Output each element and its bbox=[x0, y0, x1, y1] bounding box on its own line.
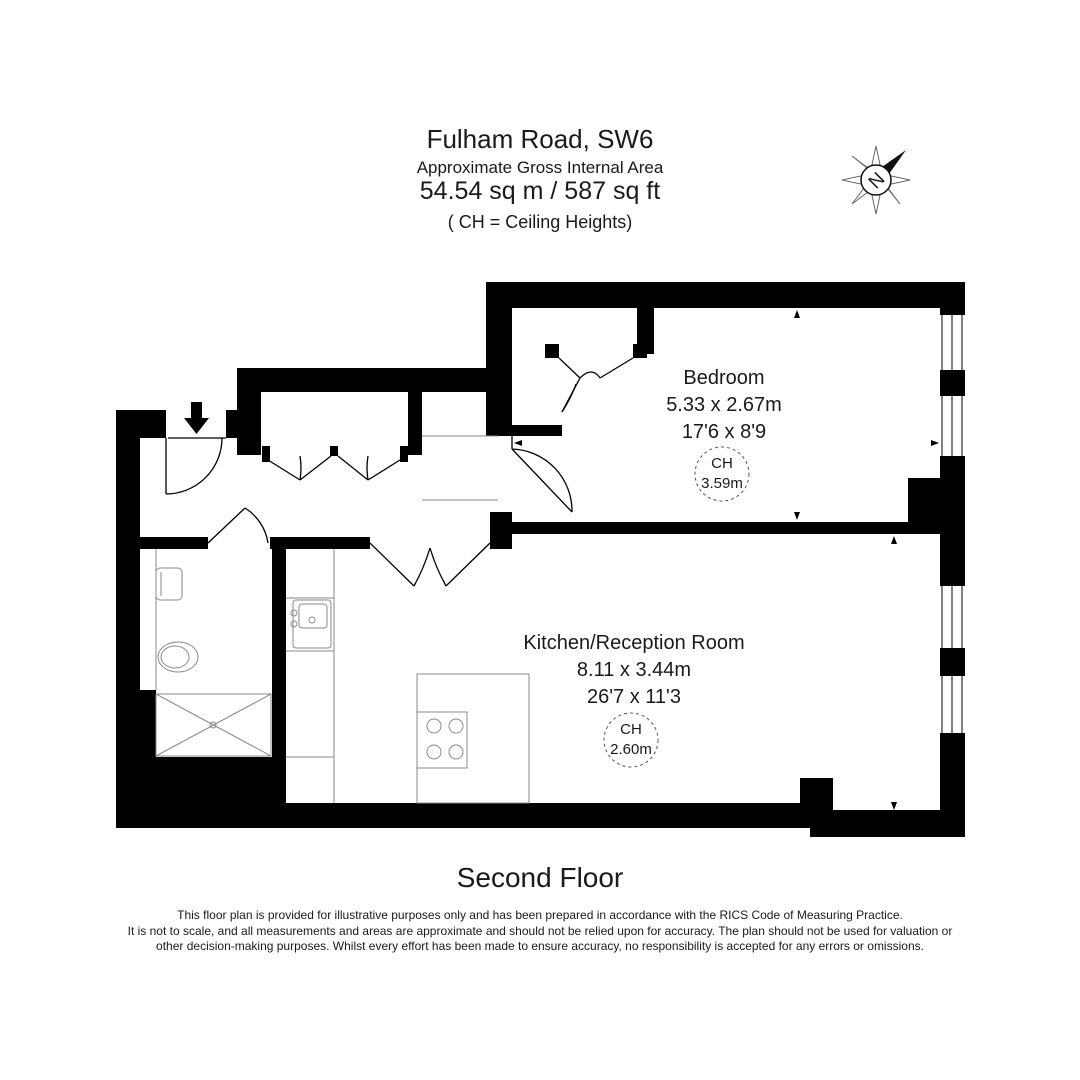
disclaimer-line-1: This floor plan is provided for illustra… bbox=[177, 908, 903, 922]
kitchen-fixtures bbox=[286, 435, 530, 804]
bedroom-name: Bedroom bbox=[683, 367, 764, 389]
dimension-markers bbox=[514, 310, 939, 810]
bedroom-imperial: 17'6 x 8'9 bbox=[682, 421, 766, 443]
doors bbox=[165, 357, 634, 587]
kitchen-imperial: 26'7 x 11'3 bbox=[587, 686, 681, 708]
windows bbox=[941, 315, 963, 733]
plan-title: Fulham Road, SW6 bbox=[426, 124, 654, 154]
ceiling-height-note: ( CH = Ceiling Heights) bbox=[447, 212, 633, 232]
gross-area: 54.54 sq m / 587 sq ft bbox=[419, 177, 661, 205]
walls bbox=[116, 282, 965, 837]
kitchen-ch-value: 2.60m bbox=[610, 741, 652, 758]
disclaimer: This floor plan is provided for illustra… bbox=[100, 908, 980, 955]
compass-north-icon: N bbox=[841, 145, 911, 215]
area-subtitle: Approximate Gross Internal Area bbox=[416, 158, 664, 177]
disclaimer-line-3: other decision-making purposes. Whilst e… bbox=[156, 939, 924, 953]
kitchen-name: Kitchen/Reception Room bbox=[523, 632, 744, 654]
kitchen-metric: 8.11 x 3.44m bbox=[577, 659, 691, 681]
bedroom-metric: 5.33 x 2.67m bbox=[666, 394, 782, 416]
bathroom-fixtures bbox=[155, 549, 272, 757]
kitchen-ch-label: CH bbox=[620, 721, 642, 738]
bedroom-ch-circle bbox=[694, 446, 750, 502]
disclaimer-line-2: It is not to scale, and all measurements… bbox=[127, 923, 953, 938]
bedroom-ch-label: CH bbox=[711, 455, 733, 472]
entrance-arrow-icon bbox=[184, 402, 209, 434]
bedroom-ch-value: 3.59m bbox=[701, 475, 743, 492]
floor-name: Second Floor bbox=[456, 862, 624, 893]
kitchen-ch-circle bbox=[603, 712, 659, 768]
